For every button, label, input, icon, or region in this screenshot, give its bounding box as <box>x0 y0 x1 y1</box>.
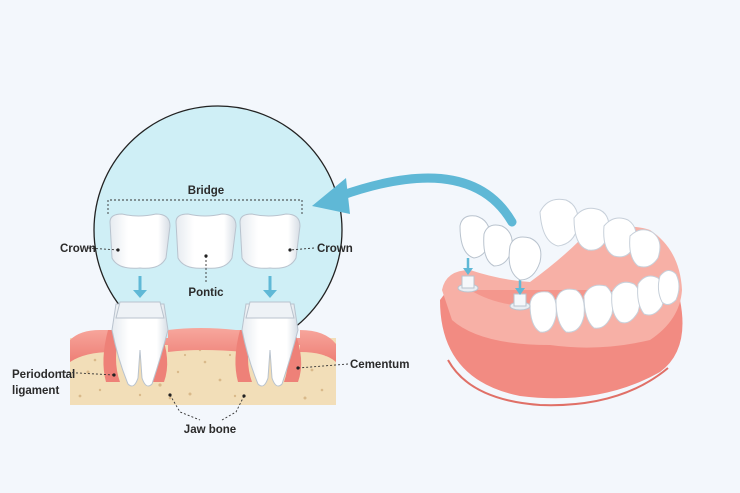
bridge-crowns <box>109 213 301 269</box>
implant-abutments <box>457 275 531 311</box>
front-teeth <box>529 270 680 333</box>
jaw-section <box>70 328 336 405</box>
placement-arrows <box>133 276 277 298</box>
label-crown-left: Crown <box>60 243 96 255</box>
crown-right <box>239 213 301 269</box>
label-periodontal: Periodontal <box>12 369 75 381</box>
curved-arrow <box>312 173 517 227</box>
jaw-model <box>440 198 683 407</box>
abutment-tooth-left <box>111 301 169 387</box>
label-ligament: ligament <box>12 385 59 397</box>
label-jaw-bone: Jaw bone <box>184 424 236 436</box>
back-teeth <box>539 198 661 268</box>
leader-dots <box>112 248 300 398</box>
floating-bridge <box>459 215 542 281</box>
gum-tissue <box>70 328 336 362</box>
crown-pontic <box>175 213 237 269</box>
cross-section-diagram: Bridge Crown Crown Pontic Periodontal li… <box>12 105 409 436</box>
label-bridge: Bridge <box>188 185 224 197</box>
abutment-tooth-right <box>241 301 299 387</box>
label-cementum: Cementum <box>350 359 409 371</box>
label-crown-right: Crown <box>317 243 353 255</box>
crown-left <box>109 213 171 269</box>
label-pontic: Pontic <box>188 287 224 299</box>
leader-lines <box>59 247 349 421</box>
